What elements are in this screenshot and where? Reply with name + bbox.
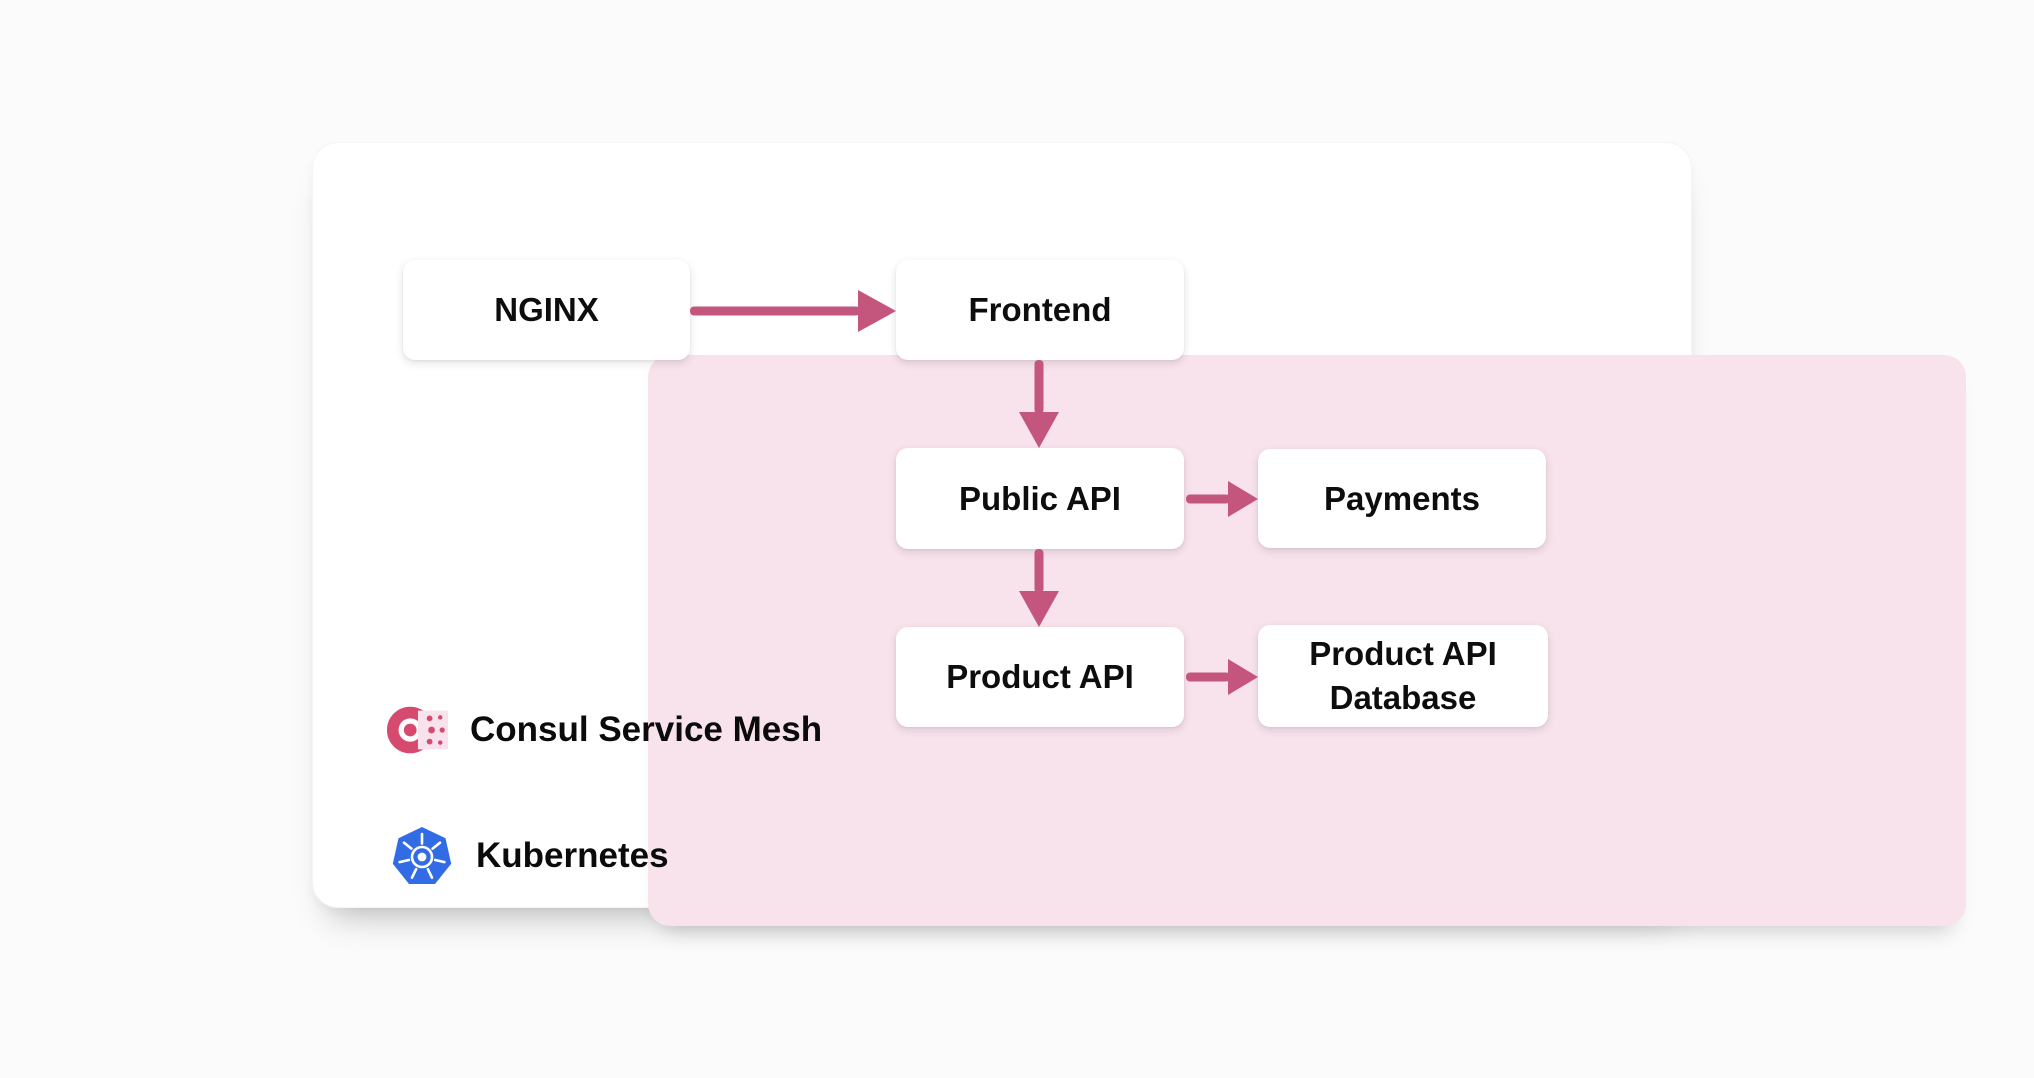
node-nginx: NGINX <box>403 260 690 360</box>
node-public-api-label: Public API <box>959 479 1121 517</box>
node-frontend-label: Frontend <box>968 291 1112 329</box>
node-product-api-database-label: Product API Database <box>1309 635 1497 716</box>
edge-public-api-to-payments-arrow <box>1186 481 1258 517</box>
node-product-api-label: Product API <box>946 658 1134 696</box>
kubernetes-legend: Kubernetes <box>390 825 669 887</box>
kubernetes-icon <box>392 827 452 884</box>
node-payments-label: Payments <box>1324 479 1480 517</box>
edge-nginx-to-frontend-arrow <box>690 290 896 332</box>
edge-public-api-to-product-api-arrow <box>1019 549 1059 627</box>
node-nginx-label: NGINX <box>494 291 599 329</box>
node-product-api: Product API <box>896 627 1184 727</box>
node-public-api: Public API <box>896 448 1184 549</box>
edge-product-api-to-database-arrow <box>1186 659 1258 695</box>
consul-service-mesh-legend: Consul Service Mesh <box>386 703 822 757</box>
node-product-api-database: Product API Database <box>1258 625 1548 727</box>
kubernetes-label: Kubernetes <box>476 836 669 875</box>
consul-icon <box>386 706 448 754</box>
node-frontend: Frontend <box>896 260 1184 360</box>
node-payments: Payments <box>1258 449 1546 548</box>
edge-frontend-to-public-api-arrow <box>1019 360 1059 448</box>
consul-service-mesh-label: Consul Service Mesh <box>470 710 823 749</box>
